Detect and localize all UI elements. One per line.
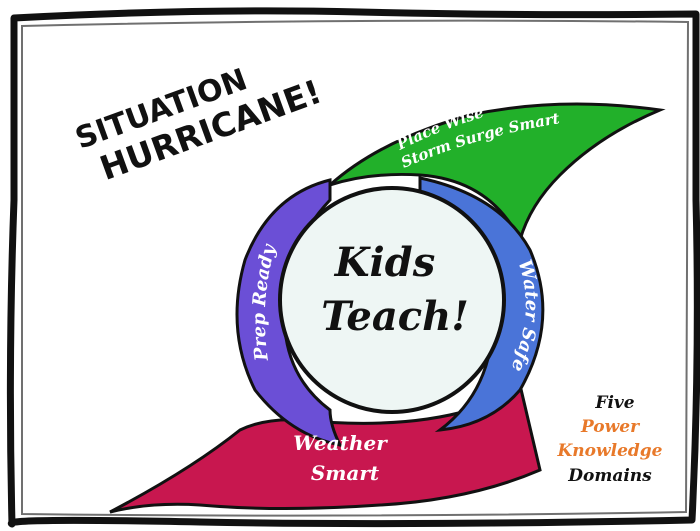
label-smart: Smart: [311, 461, 380, 485]
arm-place-wise: [328, 102, 666, 245]
center-circle: [278, 186, 506, 414]
frame-border: [6, 7, 700, 528]
legend-five: Five: [594, 393, 634, 413]
legend-domains: Domains: [567, 466, 652, 486]
legend-power: Power: [580, 417, 640, 437]
frame-border-inner: [21, 19, 690, 517]
center-line-1: Kids: [334, 239, 435, 286]
label-weather: Weather: [293, 431, 388, 455]
center-line-2: Teach!: [321, 293, 469, 340]
legend-knowledge: Knowledge: [557, 441, 663, 461]
